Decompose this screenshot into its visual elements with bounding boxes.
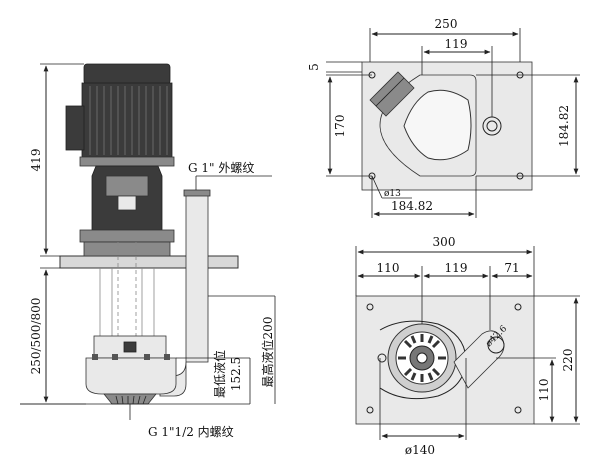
bottom-inner-110: 110 xyxy=(537,379,551,402)
mounting-plate xyxy=(59,255,239,269)
pump-column xyxy=(99,242,155,336)
inner-thread-label: G 1"1/2 内螺纹 xyxy=(148,425,234,439)
top-width-250: 250 xyxy=(435,17,458,31)
bottom-width-300: 300 xyxy=(433,235,456,249)
motor-flange xyxy=(79,156,175,167)
bottom-plate-holes xyxy=(366,303,522,414)
height-419-label: 419 xyxy=(29,149,43,172)
bottom-dim-71: 71 xyxy=(504,261,519,275)
motor-cap xyxy=(83,63,171,85)
top-inner-119: 119 xyxy=(445,37,468,51)
top-bottom-184: 184.82 xyxy=(391,199,433,213)
strainer-slots xyxy=(115,395,147,405)
discharge-pipe xyxy=(185,193,209,363)
motor-fins xyxy=(89,86,168,155)
bracket-base xyxy=(79,229,175,243)
bottom-dim-119: 119 xyxy=(445,261,468,275)
motor-fan-cover xyxy=(403,89,472,161)
pump-casing xyxy=(85,357,177,395)
bracket-coupling xyxy=(117,195,137,211)
max-level-label: 最高液位200 xyxy=(260,317,275,388)
shaft xyxy=(416,352,428,364)
casing-bolts xyxy=(92,354,170,360)
bracket-window xyxy=(105,175,149,197)
casing-nut xyxy=(123,341,137,353)
bottom-dim-110: 110 xyxy=(377,261,400,275)
terminal-box xyxy=(65,105,85,151)
bottom-height-220: 220 xyxy=(561,349,575,372)
top-height-170: 170 xyxy=(333,115,347,138)
top-right-184: 184.82 xyxy=(557,105,571,147)
min-level-label: 最低液位 xyxy=(212,350,227,398)
side-bolt xyxy=(377,353,387,363)
bottom-section-view: 300 110 119 71 ø42.6 220 110 ø140 xyxy=(355,235,580,457)
min-level-value: 152.5 xyxy=(229,357,243,391)
impeller-vanes xyxy=(398,334,446,382)
top-plan-view: 250 119 5 170 184.82 184.82 ø13 xyxy=(307,17,580,218)
top-hole-label: ø13 xyxy=(384,189,401,199)
plate-support xyxy=(83,241,171,257)
inlet-strainer xyxy=(103,393,157,405)
discharge-pipe-top xyxy=(183,189,211,197)
top-offset-5: 5 xyxy=(307,63,321,71)
bottom-diameter-140: ø140 xyxy=(405,443,435,457)
motor-body xyxy=(81,82,173,158)
outer-thread-label: G 1" 外螺纹 xyxy=(188,161,254,175)
pump-side-view: 419 250/500/800 G 1" 外螺纹 G 1"1/2 内螺纹 最低液… xyxy=(20,63,276,439)
depth-label: 250/500/800 xyxy=(29,298,43,375)
top-terminal-box xyxy=(369,71,415,117)
